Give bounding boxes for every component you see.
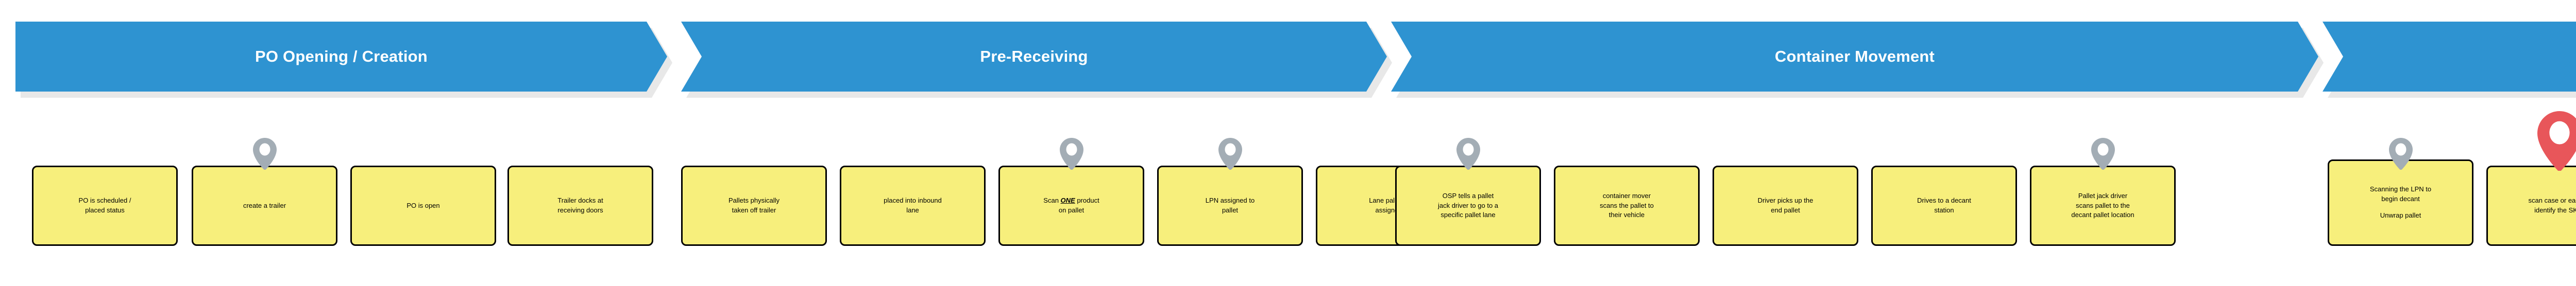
- step-line: their vehicle: [1608, 211, 1645, 219]
- phase-po-opening-creation: PO Opening / Creation: [15, 0, 667, 286]
- step-line: scans pallet to the: [2076, 201, 2130, 209]
- phase-banner-pre-receiving: Pre-Receiving: [681, 22, 1387, 103]
- step-create-a-trailer[interactable]: create a trailer: [192, 166, 337, 246]
- step-scan-case-or-each-identify-sku[interactable]: scan case or each toidentify the SKU.: [2486, 166, 2576, 246]
- step-line: placed status: [85, 206, 125, 214]
- step-line: scan case or each to: [2528, 196, 2576, 205]
- step-line: OSP tells a pallet: [1442, 191, 1494, 200]
- phase-title: Container Movement: [1774, 47, 1935, 65]
- banner-chevron: Pre-Receiving: [681, 22, 1387, 92]
- step-line: Pallets physically: [728, 196, 779, 205]
- step-line: identify the SKU.: [2534, 206, 2576, 214]
- phase-title: Pre-Receiving: [980, 47, 1088, 65]
- phase-pre-receiving: Pre-Receiving: [681, 0, 1387, 286]
- step-line: Drives to a decant: [1917, 196, 1971, 205]
- step-po-scheduled-placed[interactable]: PO is scheduled /placed status: [32, 166, 178, 246]
- step-line: Driver picks up the: [1757, 196, 1814, 205]
- line-gap: [2370, 204, 2431, 211]
- step-line: taken off trailer: [732, 206, 776, 214]
- map-pin-icon: [2388, 138, 2413, 170]
- step-line: create a trailer: [243, 201, 286, 209]
- map-pin-icon: [1456, 138, 1480, 170]
- step-line: container mover: [1602, 191, 1651, 200]
- map-pin-icon: [1218, 138, 1242, 170]
- step-line: receiving doors: [557, 206, 603, 214]
- step-po-is-open[interactable]: PO is open: [350, 166, 496, 246]
- step-label: scan case or each toidentify the SKU.: [2529, 196, 2576, 216]
- step-line: Unwrap pallet: [2380, 211, 2421, 220]
- phase-banner-decant: Decant: [2323, 22, 2576, 103]
- banner-chevron: Decant: [2323, 22, 2576, 92]
- map-pin-icon: [2537, 111, 2576, 171]
- phase-decant: Decant: [2323, 0, 2576, 286]
- step-line: pallet: [1222, 206, 1239, 214]
- step-line: LPN assigned to: [1205, 196, 1255, 205]
- map-pin-icon: [2091, 138, 2115, 170]
- step-line: station: [1934, 206, 1954, 214]
- step-emphasis: ONE: [1060, 196, 1075, 205]
- step-line: Scan ONE product: [1043, 196, 1099, 205]
- step-line: decant pallet location: [2071, 211, 2134, 219]
- step-line: Scanning the LPN to: [2369, 185, 2432, 193]
- step-line: Trailer docks at: [557, 196, 603, 205]
- phase-container-movement: Container Movement: [1391, 0, 2318, 286]
- phase-banner-po-opening-creation: PO Opening / Creation: [15, 22, 667, 103]
- step-line: lane: [906, 206, 919, 214]
- step-line: placed into inbound: [884, 196, 942, 205]
- map-pin-icon: [252, 138, 277, 170]
- step-line: on pallet: [1058, 206, 1084, 214]
- banner-chevron: Container Movement: [1391, 22, 2318, 92]
- step-line: Pallet jack driver: [2078, 191, 2128, 200]
- step-line: end pallet: [1771, 206, 1800, 214]
- map-pin-icon: [1059, 138, 1083, 170]
- step-line: jack driver to go to a: [1437, 201, 1499, 209]
- step-line: specific pallet lane: [1440, 211, 1496, 219]
- banner-chevron: PO Opening / Creation: [15, 22, 667, 92]
- step-label: PO is scheduled /placed status: [79, 196, 131, 216]
- step-label: create a trailer: [243, 201, 286, 211]
- step-line: PO is open: [406, 201, 440, 209]
- step-line: scans the pallet to: [1600, 201, 1654, 209]
- step-line: begin decant: [2381, 194, 2420, 203]
- step-label: PO is open: [406, 201, 439, 211]
- phase-banner-container-movement: Container Movement: [1391, 22, 2318, 103]
- step-line: PO is scheduled /: [78, 196, 131, 205]
- phase-title: PO Opening / Creation: [255, 47, 428, 65]
